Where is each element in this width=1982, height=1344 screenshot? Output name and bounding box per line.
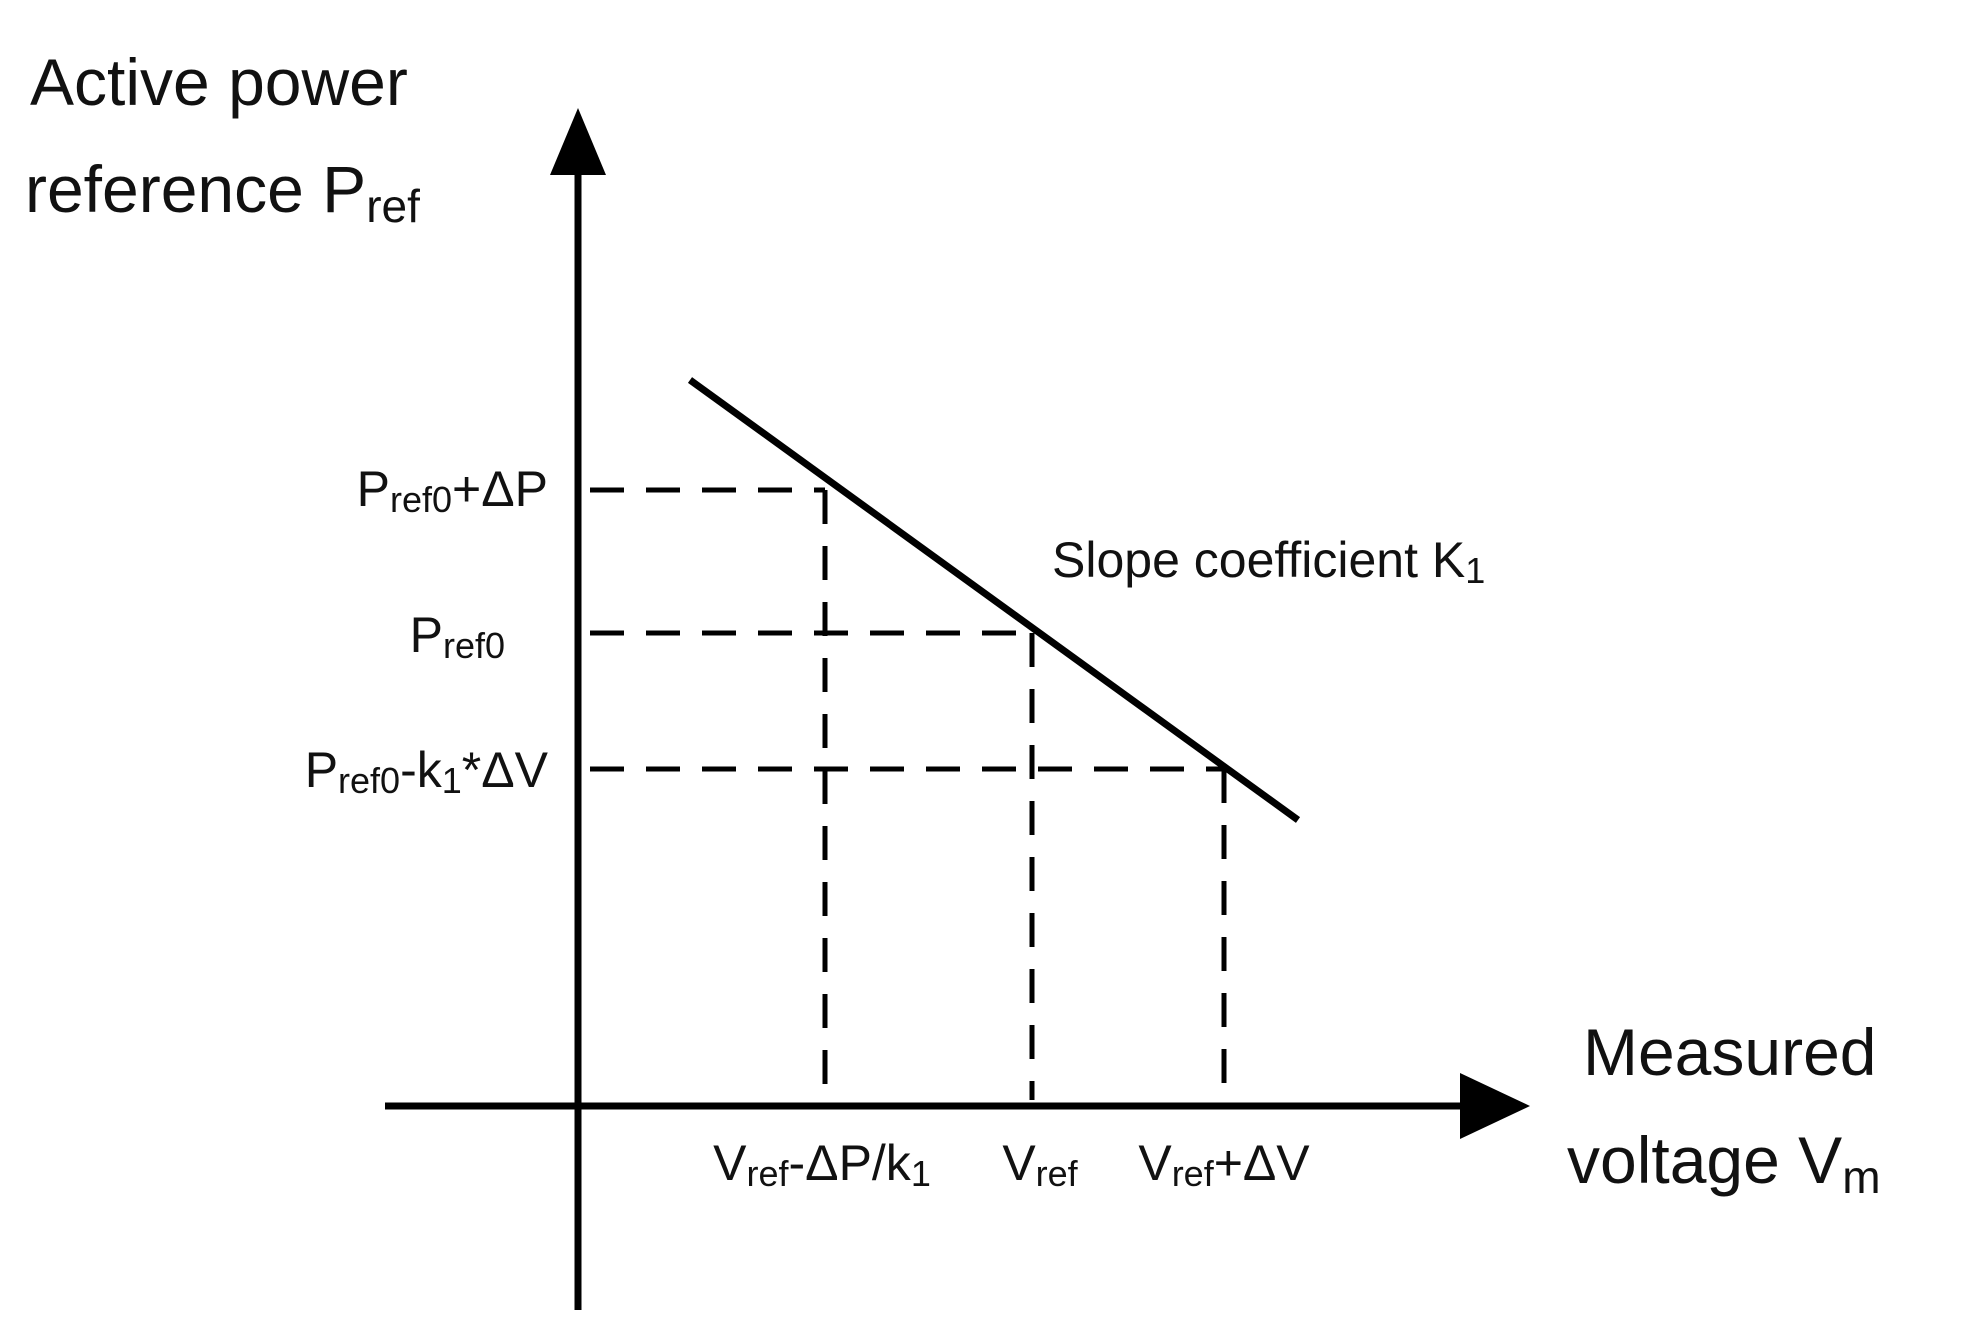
- x-tick-label-vref-minus-dp-k1: Vref-ΔP/k1: [713, 1135, 931, 1194]
- y-axis-title-sub: ref: [366, 180, 420, 232]
- x-tick-sub: ref: [747, 1153, 790, 1194]
- y-tick-label-pref0-minus-k1dv: Pref0-k1*ΔV: [305, 742, 549, 801]
- x-tick-sub: ref: [1172, 1153, 1215, 1194]
- y-axis-title-main: reference P: [25, 152, 366, 226]
- y-tick-sub: ref0: [338, 760, 400, 801]
- y-tick-sub2: 1: [442, 760, 462, 801]
- x-axis-title-line2: voltage Vm: [1567, 1123, 1881, 1203]
- x-tick-sub2: 1: [911, 1153, 931, 1194]
- y-axis-title-line1: Active power: [30, 45, 408, 119]
- y-axis-arrowhead: [550, 108, 606, 175]
- y-tick-label-pref0-plus-dp: Pref0+ΔP: [357, 461, 548, 520]
- x-tick-label-vref-plus-dv: Vref+ΔV: [1138, 1135, 1310, 1194]
- y-tick-suffix2: *ΔV: [462, 742, 549, 798]
- x-tick-suffix: -ΔP/k: [789, 1135, 912, 1191]
- x-tick-suffix: +ΔV: [1214, 1135, 1311, 1191]
- x-tick-main: V: [713, 1135, 747, 1191]
- y-tick-sub: ref0: [390, 479, 452, 520]
- x-axis-arrowhead: [1460, 1073, 1530, 1139]
- slope-label-main: Slope coefficient K: [1052, 532, 1465, 588]
- x-axis-title-main: voltage V: [1567, 1123, 1842, 1197]
- slope-label-sub: 1: [1465, 550, 1485, 591]
- x-tick-label-vref: Vref: [1002, 1135, 1078, 1194]
- x-tick-sub: ref: [1036, 1153, 1079, 1194]
- y-tick-main: P: [410, 607, 443, 663]
- x-axis-title-sub: m: [1842, 1151, 1880, 1203]
- x-tick-main: V: [1138, 1135, 1172, 1191]
- y-tick-label-pref0: Pref0: [410, 607, 505, 666]
- y-tick-main: P: [357, 461, 390, 517]
- x-tick-main: V: [1002, 1135, 1036, 1191]
- x-axis-title-line1: Measured: [1583, 1015, 1877, 1089]
- y-tick-sub: ref0: [443, 625, 505, 666]
- droop-line: [687, 377, 1301, 823]
- slope-coefficient-label: Slope coefficient K1: [1052, 532, 1485, 591]
- y-axis-title-line2: reference Pref: [25, 152, 420, 232]
- y-tick-suffix: -k: [400, 742, 443, 798]
- y-tick-main: P: [305, 742, 338, 798]
- y-tick-suffix: +ΔP: [452, 461, 548, 517]
